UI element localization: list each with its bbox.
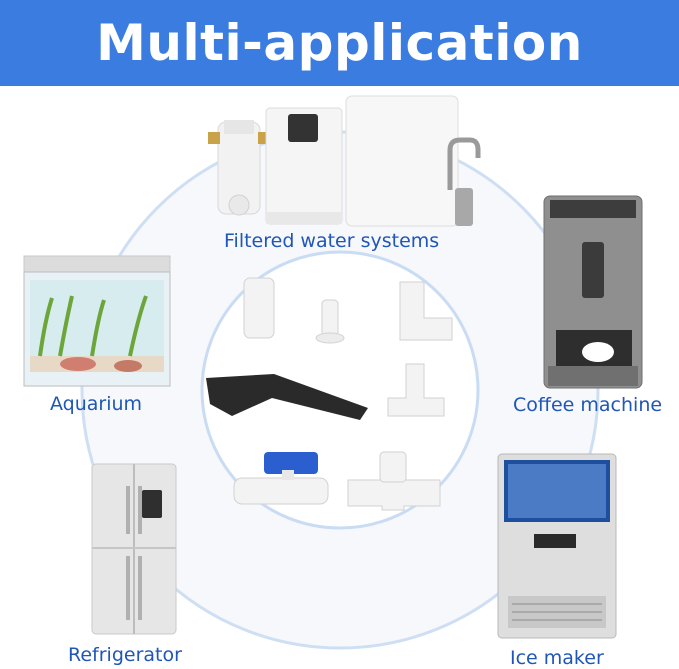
label-coffee-machine: Coffee machine [513,394,663,416]
ro-purifier-image [345,95,481,227]
application-graphic [23,95,643,650]
label-refrigerator: Refrigerator [68,644,182,666]
fittings-kit-image [206,277,453,511]
water-dispenser-image [265,107,343,225]
aquarium-image [23,255,171,387]
application-diagram: Filtered water systems Aquarium Coffee m… [0,86,679,669]
ice-maker-image [497,453,617,639]
label-ice-maker: Ice maker [510,647,604,669]
page-title: Multi-application [96,14,583,72]
coffee-machine-image [543,195,643,389]
label-filtered-water: Filtered water systems [224,230,440,252]
label-aquarium: Aquarium [50,393,143,415]
refrigerator-image [91,463,177,635]
title-banner: Multi-application [0,0,679,86]
